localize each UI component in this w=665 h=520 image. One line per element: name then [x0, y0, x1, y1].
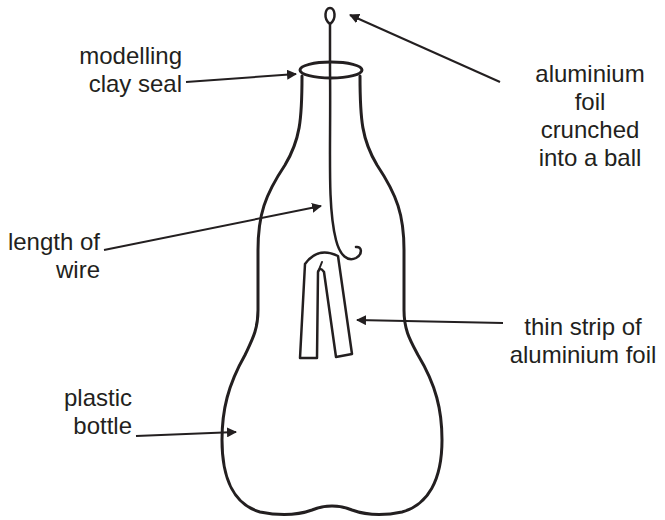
wire: [330, 24, 361, 259]
foil-ball: [325, 8, 334, 24]
leader-line: [136, 432, 236, 436]
leader-line: [350, 15, 500, 82]
part-label: plastic bottle: [40, 384, 132, 440]
foil-strip: [300, 252, 352, 358]
part-label: modelling clay seal: [48, 42, 182, 98]
leader-line: [357, 320, 503, 323]
part-label: thin strip of aluminium foil: [506, 313, 660, 369]
plastic-bottle: [222, 76, 442, 515]
part-label: length of wire: [4, 228, 100, 284]
leader-line: [104, 206, 321, 250]
foil-fold: [318, 262, 322, 272]
leader-line: [186, 74, 296, 82]
part-label: aluminium foil crunched into a ball: [522, 60, 658, 172]
